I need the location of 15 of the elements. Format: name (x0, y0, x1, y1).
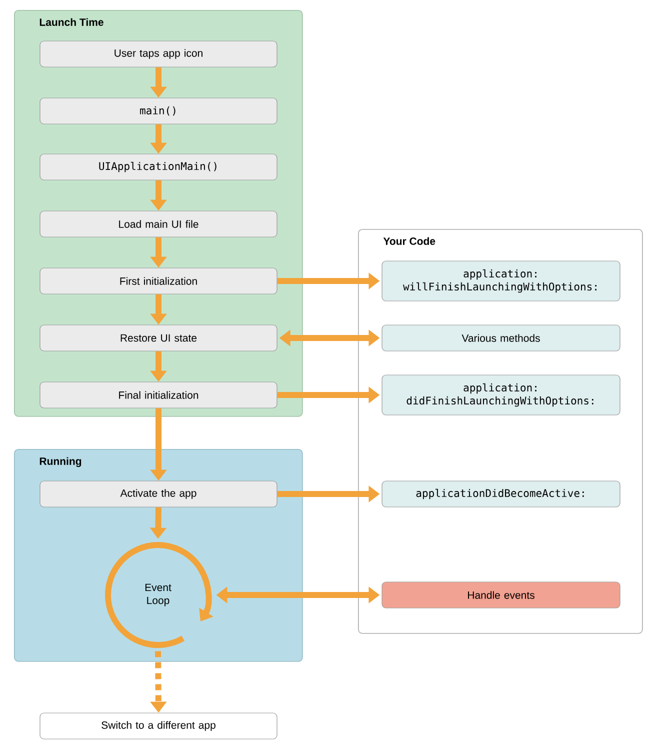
process-box: Load main UI file (40, 210, 278, 238)
process-box: First initialization (40, 268, 278, 294)
process-box: application: willFinishLaunchingWithOptions: (382, 260, 620, 302)
process-box: Switch to a different app (40, 712, 278, 740)
node-label: Event Loop (145, 584, 172, 606)
process-box: applicationDidBecomeActive: (382, 480, 620, 508)
process-box: Activate the app (40, 480, 278, 508)
process-box: Restore UI state (40, 324, 278, 352)
process-box: Various methods (382, 324, 620, 352)
process-box: application: didFinishLaunchingWithOptions: (382, 374, 620, 416)
process-box: Handle events (382, 582, 620, 608)
process-box: UIApplicationMain() (40, 154, 278, 180)
process-box: main() (40, 98, 278, 124)
process-box: Final initialization (40, 382, 278, 408)
process-box: User taps app icon (40, 40, 278, 68)
